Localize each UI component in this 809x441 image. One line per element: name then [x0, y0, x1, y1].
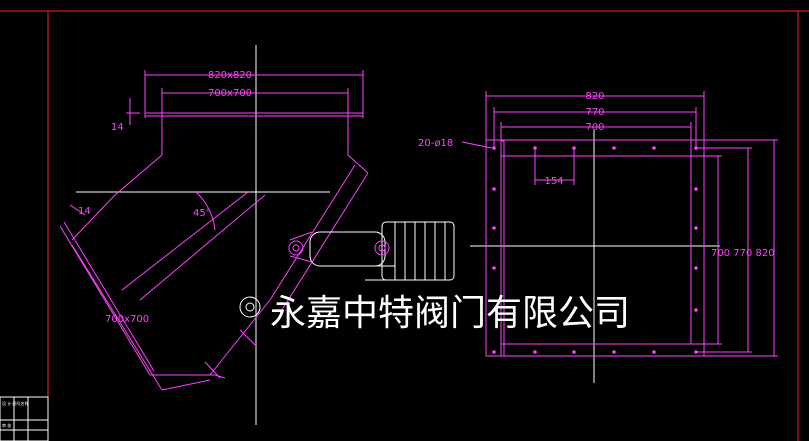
right-view-flange [485, 139, 705, 357]
bolt-hole [694, 308, 698, 312]
title-block: 设 计 图号名称 审 核 [0, 396, 49, 441]
actuator-linkage [288, 231, 390, 263]
bolt-hole [492, 266, 496, 270]
dim-inner-opening: 700x700 [208, 88, 252, 99]
bolt-hole [533, 350, 537, 354]
dim-width-inner: 700 [585, 122, 604, 133]
dim-branch-opening: 700x700 [105, 314, 149, 325]
dim-width-outer: 820 [585, 91, 604, 102]
left-view-centerlines [76, 45, 330, 425]
bolt-hole [694, 266, 698, 270]
title-block-row2: 审 核 [2, 422, 11, 428]
bolt-hole [492, 187, 496, 191]
dim-height-labels: 700 770 820 [711, 248, 775, 259]
dim-width-mid: 770 [585, 107, 604, 118]
dim-bolt-holes: 20-ø18 [418, 138, 453, 149]
bolt-hole [492, 350, 496, 354]
bolt-hole [492, 226, 496, 230]
title-block-row1: 设 计 图号名称 [2, 400, 29, 406]
right-view-dimensions [461, 91, 778, 357]
right-view-centerlines [470, 130, 720, 383]
bolt-hole [612, 146, 616, 150]
dim-bolt-pitch: 154 [544, 176, 563, 187]
dim-flange-thickness-top: 14 [111, 122, 124, 133]
dim-flange-thickness-side: 14 [78, 206, 91, 217]
bolt-hole [652, 146, 656, 150]
bolt-hole [492, 308, 496, 312]
bolt-hole [612, 350, 616, 354]
company-name: 永嘉中特阀门有限公司 [270, 293, 630, 334]
shaft-circle [239, 296, 261, 318]
bolt-hole [652, 350, 656, 354]
bolt-hole [694, 226, 698, 230]
left-view-body [59, 110, 369, 391]
bolt-hole [694, 187, 698, 191]
drawing-frame [0, 10, 809, 441]
dim-angle: 45° [193, 208, 211, 219]
bolt-holes [492, 146, 698, 354]
bolt-hole [572, 350, 576, 354]
left-view-dimensions [69, 70, 364, 231]
dim-outer-flange: 820x820 [208, 70, 252, 81]
